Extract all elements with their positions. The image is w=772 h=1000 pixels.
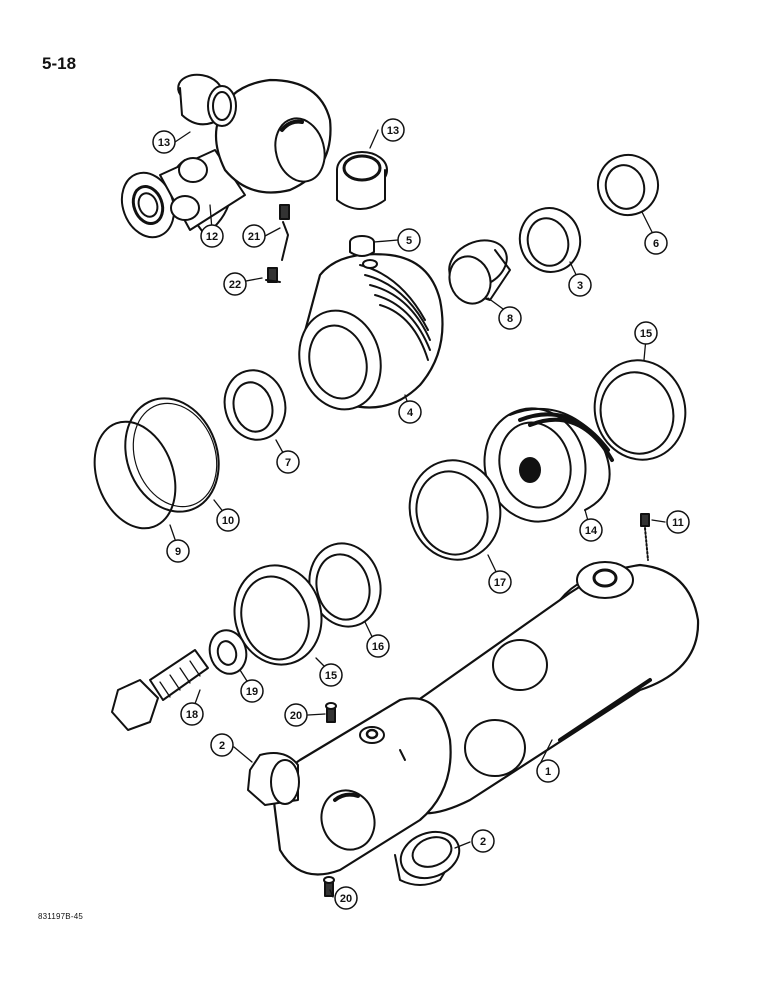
callout-4: 4: [398, 400, 422, 424]
svg-text:20: 20: [290, 710, 302, 722]
bearing-part-8: [448, 239, 511, 305]
svg-text:1: 1: [545, 766, 551, 778]
grease-fitting-part-20-upper: [325, 702, 337, 723]
callout-17: 17: [488, 570, 512, 594]
svg-text:2: 2: [480, 836, 486, 848]
rod-eye-part-12: [120, 78, 332, 239]
bolt-part-18: [111, 649, 209, 731]
backup-ring-part-10: [124, 397, 220, 513]
svg-text:7: 7: [285, 457, 291, 469]
callout-5: 5: [397, 228, 421, 252]
callout-9: 9: [166, 539, 190, 563]
washer-part-19: [208, 629, 248, 675]
callout-1: 1: [536, 759, 560, 783]
svg-text:4: 4: [407, 407, 414, 419]
callout-21: 21: [242, 224, 266, 248]
piston-part-14: [483, 407, 614, 523]
cylinder-barrel-part-1: [273, 561, 700, 876]
plug-part-5: [349, 235, 375, 257]
svg-text:21: 21: [248, 231, 260, 243]
svg-text:12: 12: [206, 231, 218, 243]
page-number: 5-18: [42, 54, 77, 73]
cylinder-head-part-4: [298, 253, 444, 411]
callout-20b: 20: [334, 886, 358, 910]
callout-15a: 15: [634, 321, 658, 345]
callout-6: 6: [644, 231, 668, 255]
ring-part-6: [597, 154, 659, 216]
svg-text:17: 17: [494, 577, 506, 589]
callout-8: 8: [498, 306, 522, 330]
svg-text:13: 13: [158, 137, 170, 149]
callout-10: 10: [216, 508, 240, 532]
callout-20a: 20: [284, 703, 308, 727]
callout-15b: 15: [319, 663, 343, 687]
callout-2a: 2: [210, 733, 234, 757]
grease-fitting-part-20-lower: [323, 876, 335, 897]
svg-text:14: 14: [585, 525, 598, 537]
callout-12: 12: [200, 224, 224, 248]
svg-text:3: 3: [577, 280, 583, 292]
callout-19: 19: [240, 679, 264, 703]
svg-text:15: 15: [640, 328, 652, 340]
svg-text:20: 20: [340, 893, 352, 905]
callout-2b: 2: [471, 829, 495, 853]
svg-text:15: 15: [325, 670, 337, 682]
bearing-part-2-upper: [247, 752, 300, 806]
svg-text:2: 2: [219, 740, 225, 752]
svg-text:10: 10: [222, 515, 234, 527]
callout-3: 3: [568, 273, 592, 297]
bearing-part-2-lower: [394, 830, 461, 886]
svg-text:11: 11: [672, 517, 684, 529]
callout-16: 16: [366, 634, 390, 658]
callout-22: 22: [223, 272, 247, 296]
o-ring-part-9: [93, 420, 177, 530]
svg-text:16: 16: [372, 641, 384, 653]
svg-text:18: 18: [186, 709, 198, 721]
ring-part-3: [518, 207, 582, 273]
svg-text:22: 22: [229, 279, 241, 291]
svg-text:13: 13: [387, 125, 399, 137]
fitting-part-11: [640, 513, 650, 561]
svg-text:5: 5: [406, 235, 412, 247]
callout-7: 7: [276, 450, 300, 474]
seal-part-7: [223, 369, 287, 441]
wear-ring-part-15-upper: [593, 359, 687, 461]
svg-text:6: 6: [653, 238, 659, 250]
callout-13a: 13: [152, 130, 176, 154]
bearing-part-13-left: [177, 73, 237, 127]
callout-11: 11: [666, 510, 690, 534]
grease-fitting-part-21: [279, 204, 290, 261]
ring-part-17: [408, 459, 502, 561]
fitting-part-22: [265, 267, 281, 283]
wear-ring-part-15-lower: [233, 564, 323, 666]
svg-text:19: 19: [246, 686, 258, 698]
svg-text:9: 9: [175, 546, 181, 558]
callout-bubbles: 13 13 12 21 22 5 8 3 6 4 7 15 10 9 14 11…: [152, 118, 690, 910]
callout-13b: 13: [381, 118, 405, 142]
callout-14: 14: [579, 518, 603, 542]
drawing-code: 831197B-45: [38, 912, 83, 921]
callout-18: 18: [180, 702, 204, 726]
bearing-part-13-right: [336, 151, 388, 210]
svg-text:8: 8: [507, 313, 513, 325]
